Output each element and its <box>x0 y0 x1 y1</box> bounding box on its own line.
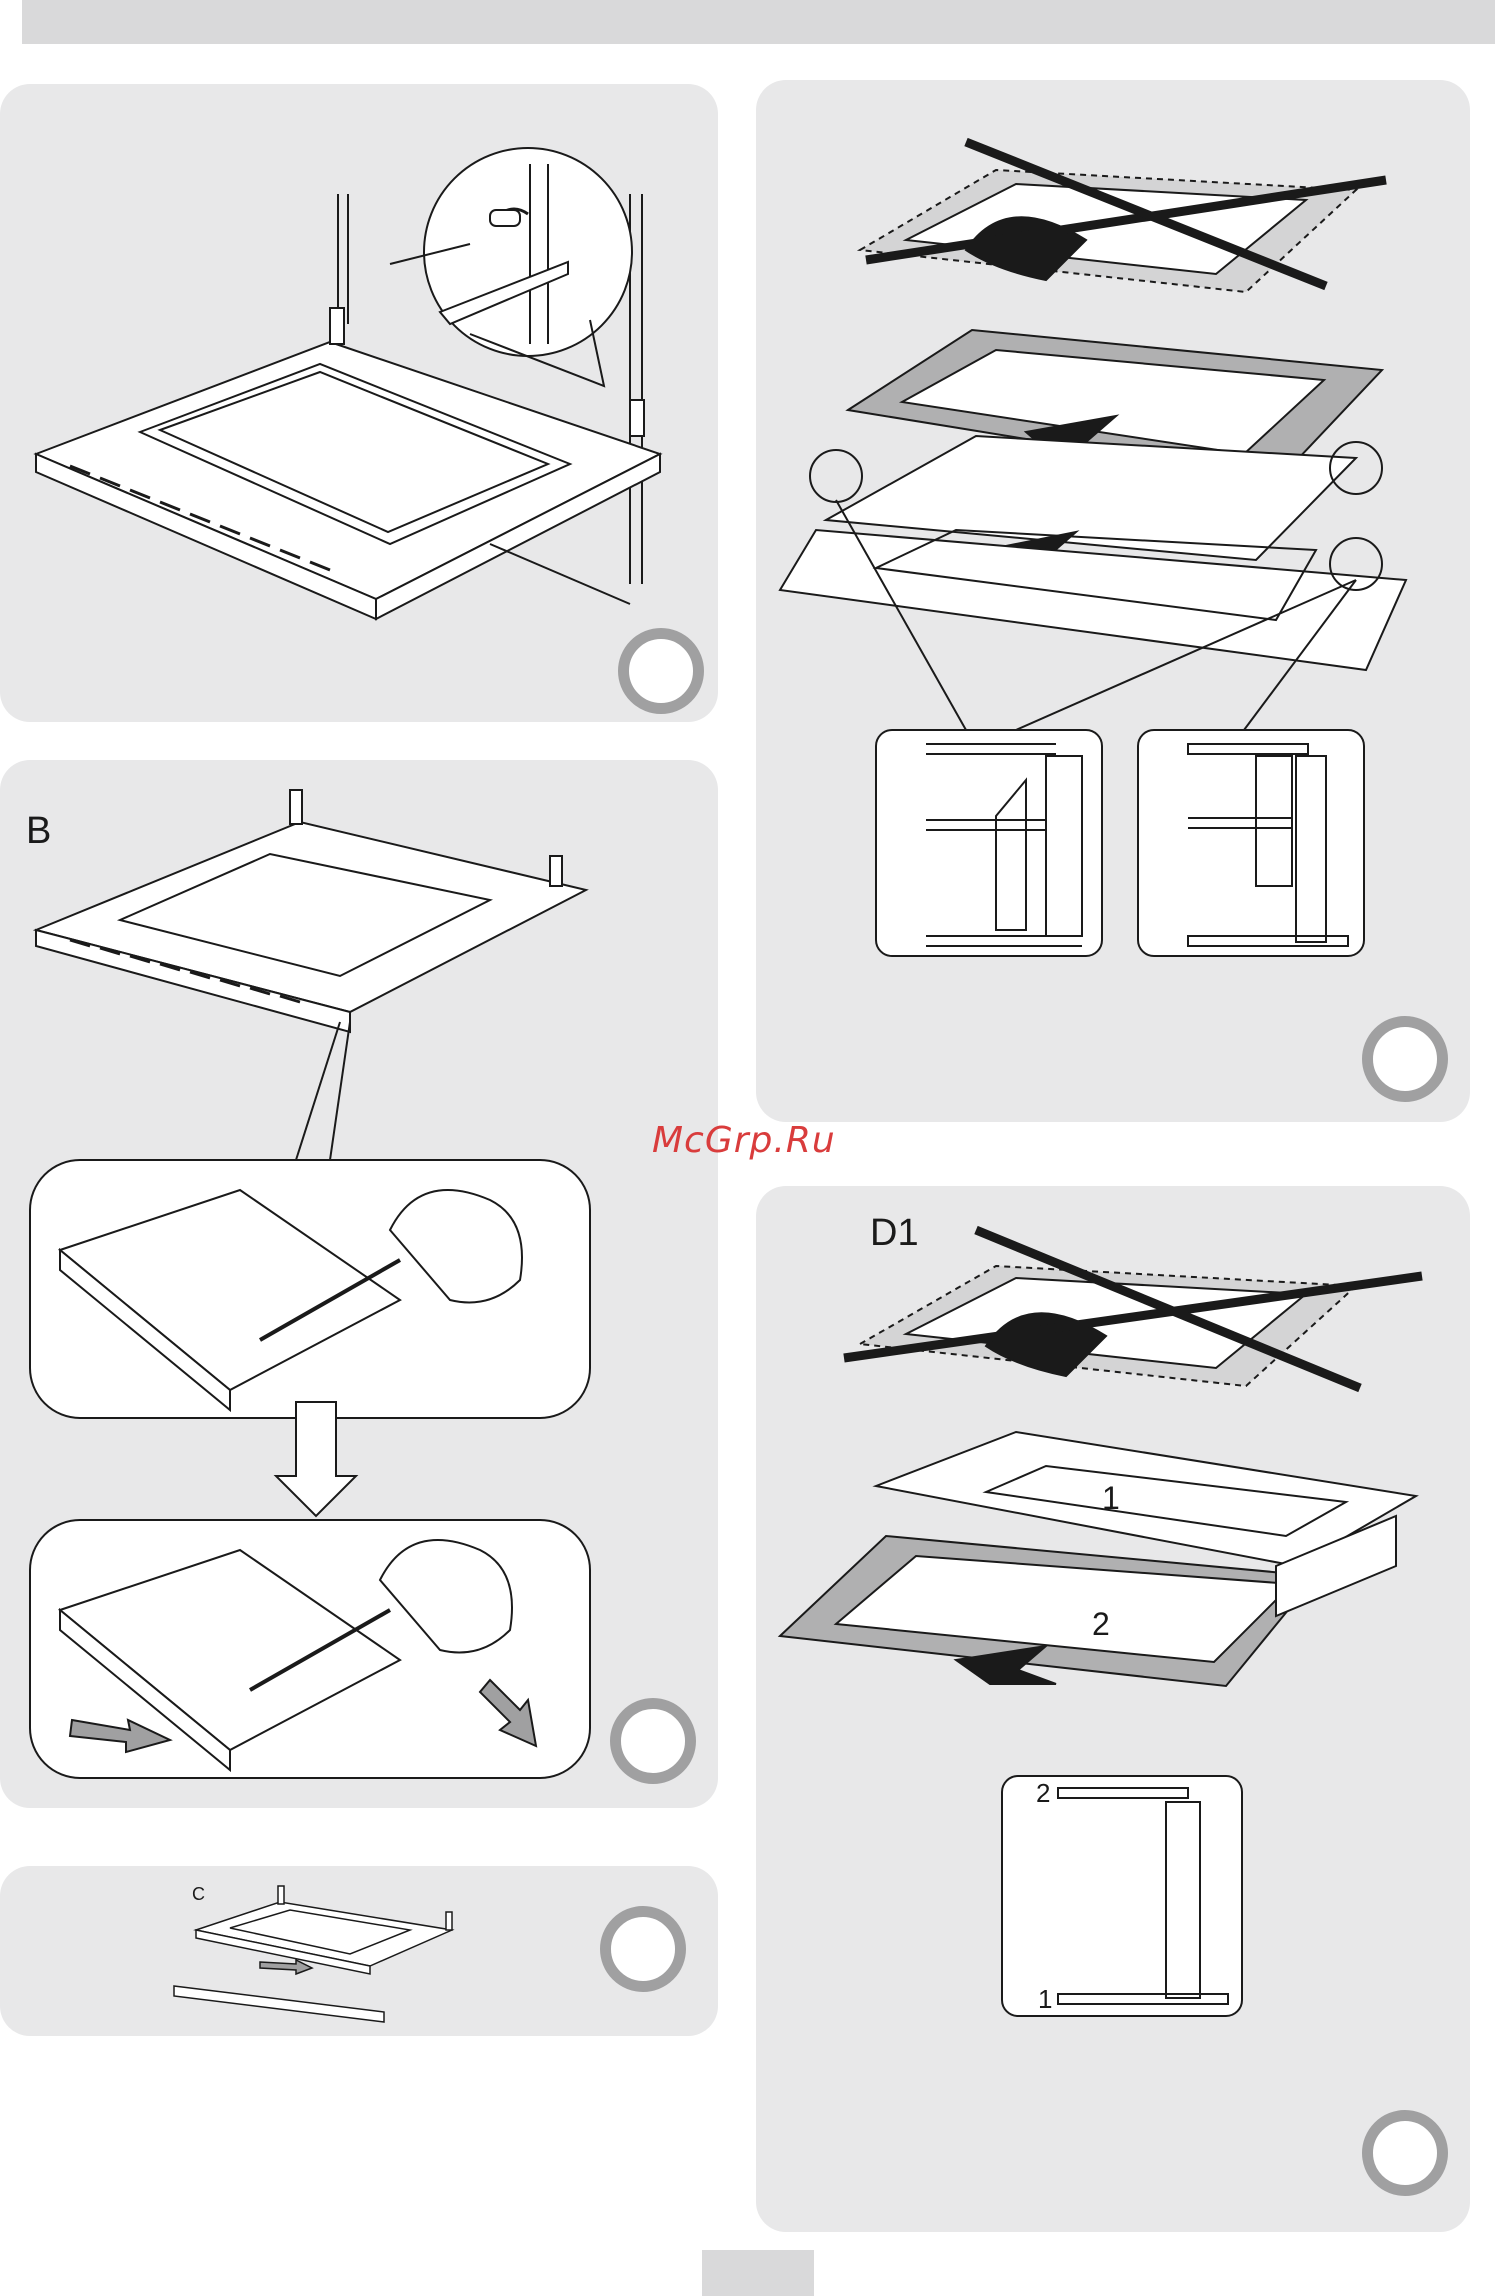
step-circle-d1 <box>1362 2110 1448 2196</box>
illustration-door-hinge <box>0 84 718 722</box>
section-label-b: B <box>26 810 51 853</box>
page-number-box <box>702 2250 814 2296</box>
section-label-c: C <box>192 1884 205 1905</box>
illustration-trim-removal <box>0 760 718 1808</box>
detail-label-2: 2 <box>1036 1778 1050 1809</box>
header-bar <box>22 0 1495 44</box>
step-circle-a <box>618 628 704 714</box>
panel-door-hinge <box>0 84 718 722</box>
detail-label-1: 1 <box>1038 1984 1052 2015</box>
part-label-1: 1 <box>1102 1480 1120 1517</box>
panel-trim-removal: B <box>0 760 718 1808</box>
section-label-d1: D1 <box>870 1212 919 1255</box>
illustration-glass-removal <box>756 80 1470 1122</box>
watermark: McGrp.Ru <box>652 1120 836 1161</box>
step-circle-d <box>1362 1016 1448 1102</box>
illustration-glass-removal-d1 <box>756 1186 1470 2232</box>
part-label-2: 2 <box>1092 1606 1110 1643</box>
step-circle-b <box>610 1698 696 1784</box>
panel-glass-removal <box>756 80 1470 1122</box>
panel-door-trim: C <box>0 1866 718 2036</box>
panel-glass-removal-d1: D1 1 2 2 1 <box>756 1186 1470 2232</box>
step-circle-c <box>600 1906 686 1992</box>
